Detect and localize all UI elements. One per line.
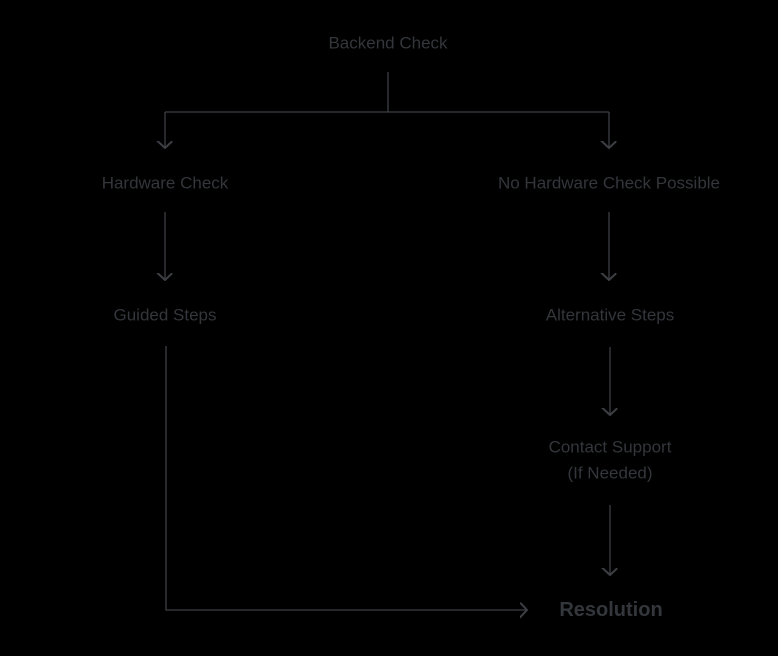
node-backend-check-label: Backend Check (328, 34, 448, 53)
node-no-hardware-check-label: No Hardware Check Possible (498, 174, 720, 193)
node-guided-steps-label: Guided Steps (113, 306, 216, 325)
edge-guided-steps-to-resolution (165, 346, 527, 610)
node-resolution-label: Resolution (559, 599, 662, 621)
node-contact-support-label-line2: (If Needed) (567, 464, 652, 483)
node-contact-support-label: Contact Support (549, 438, 672, 457)
node-hardware-check-label: Hardware Check (102, 174, 229, 193)
node-alternative-steps-label: Alternative Steps (546, 306, 675, 325)
